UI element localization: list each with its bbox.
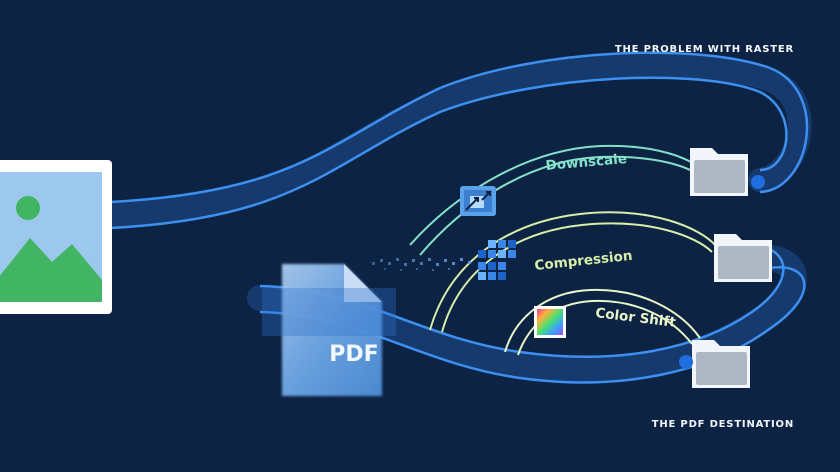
pdf-document-icon: PDF: [262, 264, 396, 396]
stage-label-compression: Compression: [534, 248, 633, 274]
resize-arrows-icon: [460, 186, 496, 216]
color-gradient-icon: [534, 306, 566, 338]
folder-icon: [690, 148, 748, 196]
stage-label-color-shift: Color Shift: [595, 305, 678, 331]
folder-icon: [692, 340, 750, 388]
raster-pipe: [98, 51, 812, 230]
pixel-grid-icon: [478, 240, 516, 280]
stage-label-downscale: Downscale: [545, 151, 628, 174]
pixel-trail: [372, 258, 471, 271]
raster-image-icon: [0, 160, 112, 314]
endpoint-dot: [679, 355, 693, 369]
folder-icon: [714, 234, 772, 282]
stage-arcs: [409, 144, 716, 356]
pdf-label: PDF: [329, 342, 378, 367]
endpoint-dot: [751, 175, 765, 189]
heading-pdf-destination: THE PDF DESTINATION: [651, 419, 794, 430]
heading-problem-with-raster: THE PROBLEM WITH RASTER: [614, 44, 794, 55]
